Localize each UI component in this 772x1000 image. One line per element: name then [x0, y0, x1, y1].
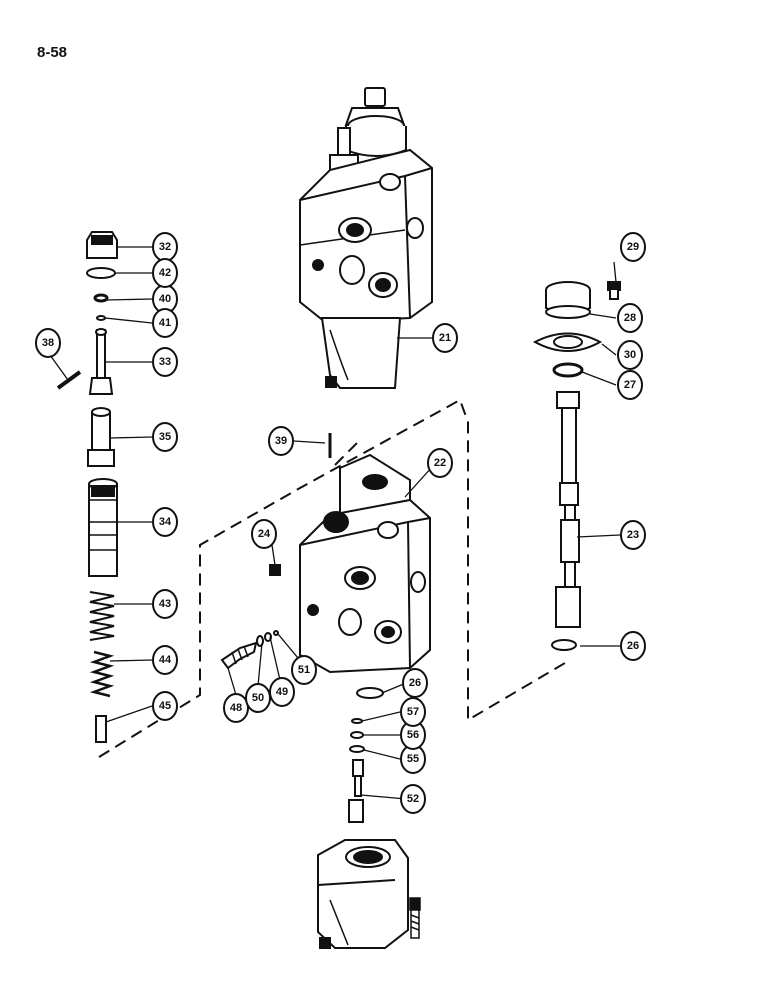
assembly-dashed-lines — [98, 398, 566, 758]
callout-label: 32 — [159, 241, 171, 253]
callout-34: 34 — [152, 507, 178, 537]
cap-screw — [409, 897, 421, 939]
callout-label: 44 — [159, 654, 172, 666]
callout-label: 23 — [627, 529, 639, 541]
callout-label: 22 — [434, 457, 446, 469]
callout-44: 44 — [152, 645, 178, 675]
callout-51: 51 — [291, 655, 317, 685]
callout-49: 49 — [269, 677, 295, 707]
callout-label: 40 — [159, 293, 171, 305]
callout-label: 33 — [159, 356, 171, 368]
callout-29: 29 — [620, 232, 646, 262]
callout-32: 32 — [152, 232, 178, 262]
relief-valve-parts — [56, 231, 118, 743]
callout-label: 34 — [159, 516, 172, 528]
callout-label: 27 — [624, 379, 636, 391]
spool-parts — [532, 281, 621, 651]
callout-28: 28 — [617, 303, 643, 333]
callout-label: 26 — [409, 677, 421, 689]
callout-45: 45 — [152, 691, 178, 721]
page-number: 8-58 — [37, 44, 68, 61]
callout-label: 57 — [407, 706, 419, 718]
callout-24: 24 — [251, 519, 277, 549]
valve-section-22 — [299, 453, 431, 674]
valve-section-21 — [299, 87, 433, 389]
callout-label: 55 — [407, 753, 419, 765]
callout-label: 50 — [252, 692, 264, 704]
callout-label: 28 — [624, 312, 636, 324]
callout-48: 48 — [223, 693, 249, 723]
callout-label: 52 — [407, 793, 419, 805]
end-cap-housing — [317, 839, 409, 949]
callout-23: 23 — [620, 520, 646, 550]
callout-label: 39 — [275, 435, 287, 447]
callout-39: 39 — [268, 426, 294, 456]
callout-43: 43 — [152, 589, 178, 619]
callout-label: 30 — [624, 349, 636, 361]
callout-52: 52 — [400, 784, 426, 814]
callout-label: 51 — [298, 664, 310, 676]
callout-30: 30 — [617, 340, 643, 370]
callout-label: 21 — [439, 332, 451, 344]
callout-label: 41 — [159, 317, 171, 329]
callout-label: 43 — [159, 598, 171, 610]
small-parts — [220, 433, 384, 823]
callout-label: 38 — [42, 337, 54, 349]
callout-57: 57 — [400, 697, 426, 727]
callout-22: 22 — [427, 448, 453, 478]
callout-26-center: 26 — [402, 668, 428, 698]
callout-42: 42 — [152, 258, 178, 288]
callout-label: 29 — [627, 241, 639, 253]
callout-35: 35 — [152, 422, 178, 452]
callout-26-right: 26 — [620, 631, 646, 661]
callout-label: 49 — [276, 686, 288, 698]
callout-27: 27 — [617, 370, 643, 400]
callout-label: 48 — [230, 702, 242, 714]
callout-label: 35 — [159, 431, 171, 443]
callout-label: 24 — [258, 528, 271, 540]
callout-label: 56 — [407, 729, 419, 741]
callout-label: 42 — [159, 267, 171, 279]
callout-38: 38 — [35, 328, 61, 358]
callout-label: 26 — [627, 640, 639, 652]
callout-label: 45 — [159, 700, 171, 712]
leader-lines — [49, 246, 621, 800]
callout-50: 50 — [245, 683, 271, 713]
callout-33: 33 — [152, 347, 178, 377]
callout-41: 41 — [152, 308, 178, 338]
callout-21: 21 — [432, 323, 458, 353]
